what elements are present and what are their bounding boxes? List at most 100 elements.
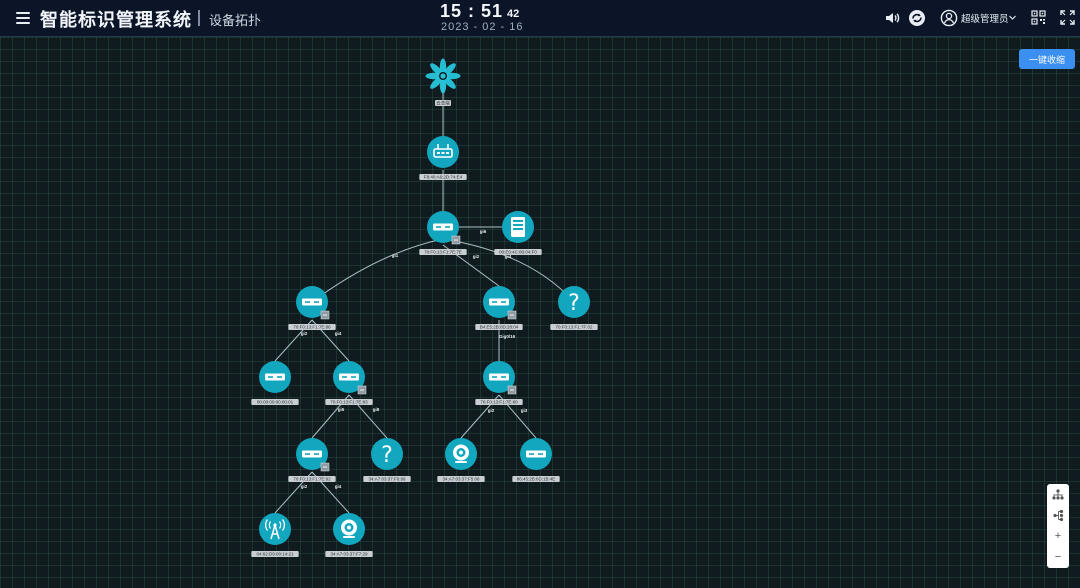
node-label-bg xyxy=(550,324,598,330)
topology-node-core[interactable]: 70:F0:13:F1:7E:7E xyxy=(419,211,467,255)
topology-node-sw_m2r[interactable]: 86:45:2B:6D:1B:4E xyxy=(512,438,560,482)
node-label-bg xyxy=(435,100,451,106)
link-port-label: gi2 xyxy=(473,254,480,259)
topology-node-unk_r[interactable]: ? 70:F0:13:F1:7F:02 xyxy=(550,286,598,330)
node-circle xyxy=(259,513,291,545)
fullscreen-icon[interactable] xyxy=(1060,10,1075,25)
topology-node-sw_lml[interactable]: 70:F0:13:F1:7E:92 xyxy=(288,438,336,482)
topology-node-root[interactable]: 云总端 xyxy=(425,58,461,107)
topology-node-cam_m[interactable]: 34:A7:03:37:F5:08 xyxy=(437,438,485,482)
topology-node-ap[interactable]: 04:62:D9:00:14:21 xyxy=(251,513,299,557)
node-mac-label: 86:45:2B:6D:1B:4E xyxy=(517,477,556,482)
switch-icon xyxy=(265,373,285,381)
node-label-bg xyxy=(475,324,523,330)
switch-icon xyxy=(302,298,322,306)
node-mac-label: 00:00:00:00:00:01 xyxy=(257,400,294,405)
collapse-node-toggle[interactable] xyxy=(320,462,330,472)
collapse-node-toggle[interactable] xyxy=(507,385,517,395)
node-mac-label: 云总端 xyxy=(436,100,450,107)
link-port-label: gi4 xyxy=(335,484,342,489)
switch-icon xyxy=(526,450,546,458)
tree-layout-icon[interactable] xyxy=(1047,484,1069,505)
node-label-bg xyxy=(475,399,523,405)
topology-node-sw_l[interactable]: 70:F0:13:F1:7E:86 xyxy=(288,286,336,330)
link-core-sw_l xyxy=(311,238,444,303)
link-port-label: gi1 xyxy=(392,253,399,258)
chevron-down-icon[interactable] xyxy=(1009,15,1016,21)
unknown-icon: ? xyxy=(568,291,580,316)
collapse-node-toggle[interactable] xyxy=(507,310,517,320)
link-port-label: gi4 xyxy=(335,331,342,336)
node-mac-label: 34:A7:03:37:F7:29 xyxy=(330,552,368,557)
collapse-node-toggle[interactable] xyxy=(320,310,330,320)
refresh-icon[interactable] xyxy=(908,9,926,27)
link-port-label: gi3 xyxy=(521,408,528,413)
qr-code-icon[interactable] xyxy=(1031,10,1046,25)
node-label-bg xyxy=(494,249,542,255)
topology-node-sw_m[interactable]: B4:E5:2B:0D:28:04 xyxy=(475,286,523,330)
topology-node-sw_lm[interactable]: 70:F0:13:F1:7E:83 xyxy=(325,361,373,405)
wifi-icon xyxy=(265,519,285,540)
node-label-bg xyxy=(251,399,299,405)
node-label-bg xyxy=(325,551,373,557)
topology-node-sw_m2[interactable]: 70:F0:13:F1:7E:80 xyxy=(475,361,523,405)
node-mac-label: 70:F0:13:F1:7E:86 xyxy=(293,325,331,330)
collapse-node-toggle[interactable] xyxy=(357,385,367,395)
menu-icon[interactable] xyxy=(16,10,30,24)
clock-seconds: 42 xyxy=(507,8,520,20)
node-mac-label: 34:A7:03:37:F5:08 xyxy=(442,477,480,482)
link-port-label: gi2 xyxy=(301,331,308,336)
node-mac-label: 04:62:D9:00:14:21 xyxy=(256,552,294,557)
collapse-node-toggle[interactable] xyxy=(451,235,461,245)
user-name[interactable]: 超级管理员 xyxy=(961,14,1009,25)
node-label-bg xyxy=(512,476,560,482)
page-title: 设备拓扑 xyxy=(209,13,262,28)
node-label-bg xyxy=(288,324,336,330)
node-mac-label: 00:E0:4C:80:04:F0 xyxy=(499,250,537,255)
node-label-bg xyxy=(437,476,485,482)
switch-icon xyxy=(302,450,322,458)
link-port-label: Gig0/16 xyxy=(499,334,516,339)
collapse-all-button[interactable]: 一键收缩 xyxy=(1019,49,1075,69)
title-divider xyxy=(198,10,200,26)
switch-icon xyxy=(433,223,453,231)
switch-icon xyxy=(489,298,509,306)
cloud-star-icon xyxy=(425,58,461,94)
node-mac-label: 70:F0:13:F1:7E:83 xyxy=(330,400,368,405)
node-label-bg xyxy=(288,476,336,482)
topology-node-server[interactable]: 00:E0:4C:80:04:F0 xyxy=(494,211,542,255)
link-port-label: gi2 xyxy=(488,408,495,413)
zoom-out-button[interactable]: − xyxy=(1054,551,1062,563)
node-circle xyxy=(558,286,590,318)
node-mac-label: 70:F0:13:F1:7E:80 xyxy=(480,400,518,405)
topology-node-cam_l[interactable]: 34:A7:03:37:F7:29 xyxy=(325,513,373,557)
node-label-bg xyxy=(363,476,411,482)
node-label-bg xyxy=(325,399,373,405)
topology-node-router[interactable]: F8:40:A6:2D:74:E4 xyxy=(419,136,467,180)
node-label-bg xyxy=(251,551,299,557)
app-title: 智能标识管理系统 xyxy=(40,10,192,30)
zoom-in-button[interactable]: + xyxy=(1054,530,1062,542)
clock-date: 2023 - 02 - 16 xyxy=(441,21,524,33)
svg-text:?: ? xyxy=(568,291,580,316)
camera-icon xyxy=(453,444,469,463)
link-port-label: gi5 xyxy=(338,407,345,412)
node-label-bg xyxy=(419,174,467,180)
unknown-icon: ? xyxy=(381,443,393,468)
node-mac-label: B4:E5:2B:0D:28:04 xyxy=(480,325,519,330)
clock-time: 15 : 51 xyxy=(440,1,504,21)
node-mac-label: 70:F0:13:F1:7F:02 xyxy=(555,325,593,330)
camera-icon xyxy=(341,519,357,538)
link-port-label: gi8 xyxy=(373,407,380,412)
speaker-icon[interactable] xyxy=(883,9,901,27)
topology-node-sw_ll[interactable]: 00:00:00:00:00:01 xyxy=(251,361,299,405)
server-icon xyxy=(511,217,525,237)
switch-icon xyxy=(489,373,509,381)
user-avatar-icon[interactable] xyxy=(940,9,958,27)
topology-node-unk_lm[interactable]: ?34:A7:03:37:F0:99 xyxy=(363,438,411,482)
horizontal-layout-icon[interactable] xyxy=(1047,505,1069,526)
